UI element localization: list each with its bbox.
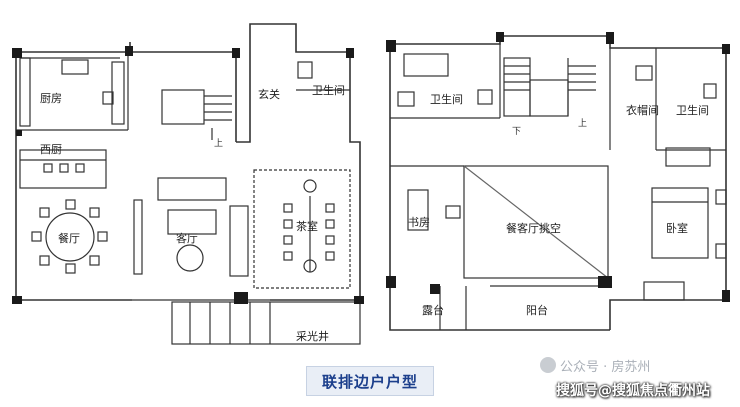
right-bathroom-b-label: 卫生间 [676, 103, 709, 117]
right-stair-up-label: 上 [578, 118, 587, 129]
left-plan-labels: 厨房 西厨 餐厅 客厅 玄关 卫生间 茶室 采光井 上 [40, 83, 345, 343]
caption-text: 联排边户户型 [321, 372, 418, 391]
wechat-watermark: 公众号 · 房苏州 [560, 360, 651, 375]
tea-room-label: 茶室 [296, 219, 318, 233]
left-floor-plan [15, 23, 361, 345]
left-plan-columns [12, 46, 364, 304]
foyer-label: 玄关 [258, 87, 280, 101]
cloakroom-label: 衣帽间 [626, 103, 659, 117]
dining-label: 餐厅 [58, 231, 80, 245]
wechat-icon [540, 357, 556, 373]
right-plan-columns [386, 32, 730, 302]
balcony-label: 阳台 [526, 303, 548, 317]
right-plan-labels: 卫生间 衣帽间 卫生间 书房 餐客厅挑空 卧室 露台 阳台 下 上 [408, 92, 709, 317]
terrace-label: 露台 [422, 303, 444, 317]
bedroom-label: 卧室 [666, 221, 688, 235]
kitchen-label: 厨房 [40, 92, 62, 105]
sohu-watermark: 搜狐号@搜狐焦点衢州站 [556, 383, 710, 399]
caption-banner: 联排边户户型 [306, 366, 434, 396]
left-bathroom-label: 卫生间 [312, 83, 345, 97]
right-floor-plan [389, 35, 727, 331]
study-label: 书房 [408, 216, 430, 229]
west-kitchen-label: 西厨 [40, 143, 62, 156]
right-stair-down-label: 下 [512, 127, 521, 137]
living-label: 客厅 [176, 231, 198, 245]
right-bathroom-a-label: 卫生间 [430, 92, 463, 106]
void-label: 餐客厅挑空 [506, 221, 561, 235]
light-well-label: 采光井 [296, 329, 329, 343]
left-stair-up-label: 上 [214, 138, 223, 149]
